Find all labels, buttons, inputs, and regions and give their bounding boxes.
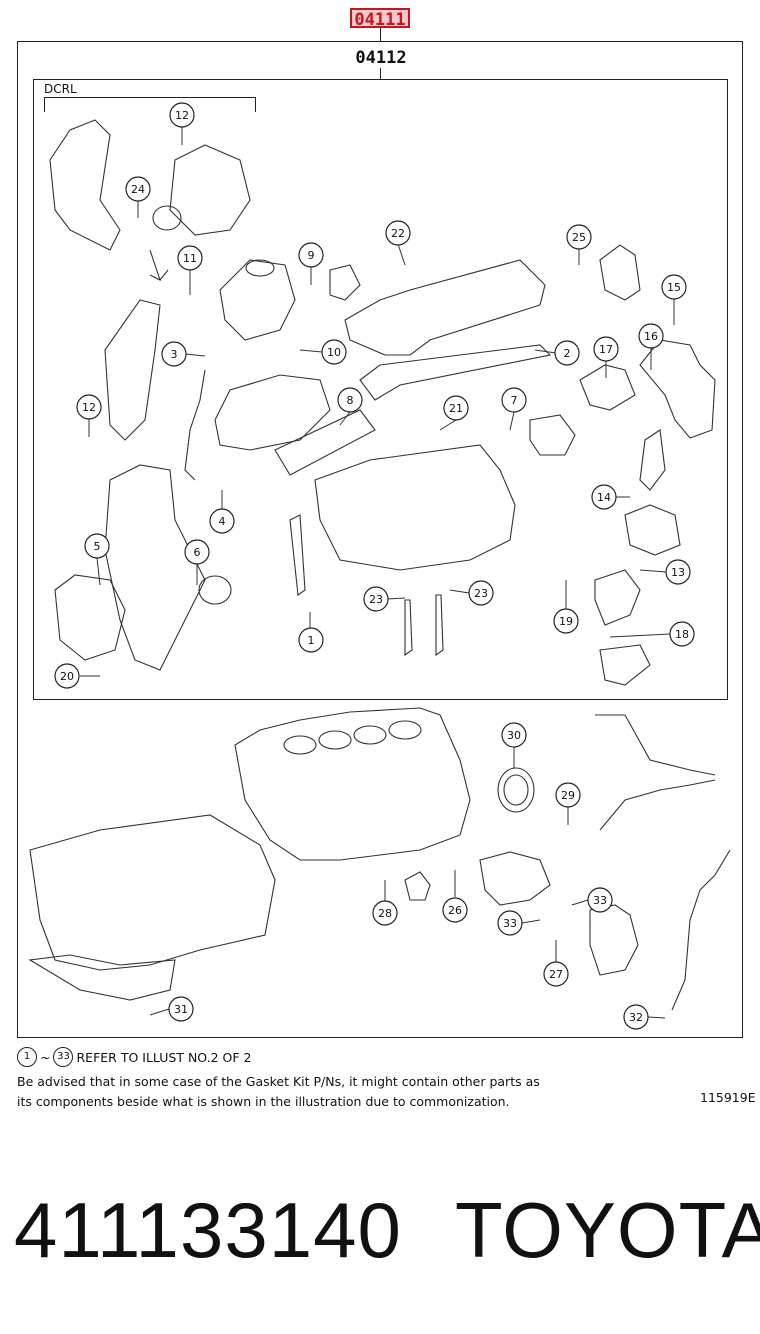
callout-7: 7 [511, 394, 518, 407]
callout-12-top: 12 [175, 109, 189, 122]
callout-10: 10 [327, 346, 341, 359]
advisory-line-1: Be advised that in some case of the Gask… [17, 1074, 540, 1089]
callout-31: 31 [174, 1003, 188, 1016]
part-drawings [28, 119, 731, 1011]
variant-bracket [44, 97, 256, 112]
callout-8: 8 [347, 394, 354, 407]
callout-29: 29 [561, 789, 575, 802]
diagram-frame [17, 41, 743, 1038]
callout-4: 4 [219, 515, 226, 528]
range-separator: ~ [40, 1049, 51, 1065]
callout-13: 13 [671, 566, 685, 579]
callout-labels: 1 2 3 4 5 6 7 8 9 10 11 12 12 13 14 15 1… [60, 109, 689, 1024]
parts-illustration: 1 2 3 4 5 6 7 8 9 10 11 12 12 13 14 15 1… [28, 102, 731, 1030]
sub-code-leader [380, 68, 381, 79]
callout-21: 21 [449, 402, 463, 415]
variant-label: DCRL [44, 82, 77, 96]
top-part-code[interactable]: 04111 [350, 8, 410, 30]
callout-1: 1 [308, 634, 315, 647]
top-code-leader [380, 28, 381, 42]
leader-lines [80, 124, 675, 1019]
callout-20: 20 [60, 670, 74, 683]
callout-23-left: 23 [369, 593, 383, 606]
callout-24: 24 [131, 183, 145, 196]
callout-9: 9 [308, 249, 315, 262]
brand-name: TOYOTA [455, 1186, 760, 1274]
callout-33-left: 33 [503, 917, 517, 930]
callout-12-left: 12 [82, 401, 96, 414]
callout-markers [54, 102, 695, 1030]
advisory-note: Be advised that in some case of the Gask… [17, 1072, 617, 1112]
callout-16: 16 [644, 330, 658, 343]
range-note: 1 ~ 33 REFER TO ILLUST NO.2 OF 2 [17, 1047, 251, 1067]
callout-28: 28 [378, 907, 392, 920]
callout-11: 11 [183, 252, 197, 265]
callout-18: 18 [675, 628, 689, 641]
callout-17: 17 [599, 343, 613, 356]
callout-27: 27 [549, 968, 563, 981]
callout-2: 2 [564, 347, 571, 360]
upper-assembly-box [33, 79, 728, 700]
callout-19: 19 [559, 615, 573, 628]
callout-23-right: 23 [474, 587, 488, 600]
range-text: REFER TO ILLUST NO.2 OF 2 [76, 1049, 252, 1065]
callout-30: 30 [507, 729, 521, 742]
callout-14: 14 [597, 491, 611, 504]
callout-6: 6 [194, 546, 201, 559]
callout-5: 5 [94, 540, 101, 553]
figure-id: 115919E [700, 1090, 756, 1105]
callout-32: 32 [629, 1011, 643, 1024]
callout-22: 22 [391, 227, 405, 240]
callout-25: 25 [572, 231, 586, 244]
range-end-marker: 33 [53, 1047, 74, 1067]
sub-part-code: 04112 [355, 48, 407, 68]
advisory-line-2: its components beside what is shown in t… [17, 1094, 510, 1109]
range-start-marker: 1 [17, 1047, 37, 1067]
callout-33-right: 33 [593, 894, 607, 907]
part-number: 411133140 [14, 1186, 402, 1274]
callout-3: 3 [171, 348, 178, 361]
callout-26: 26 [448, 904, 462, 917]
callout-15: 15 [667, 281, 681, 294]
